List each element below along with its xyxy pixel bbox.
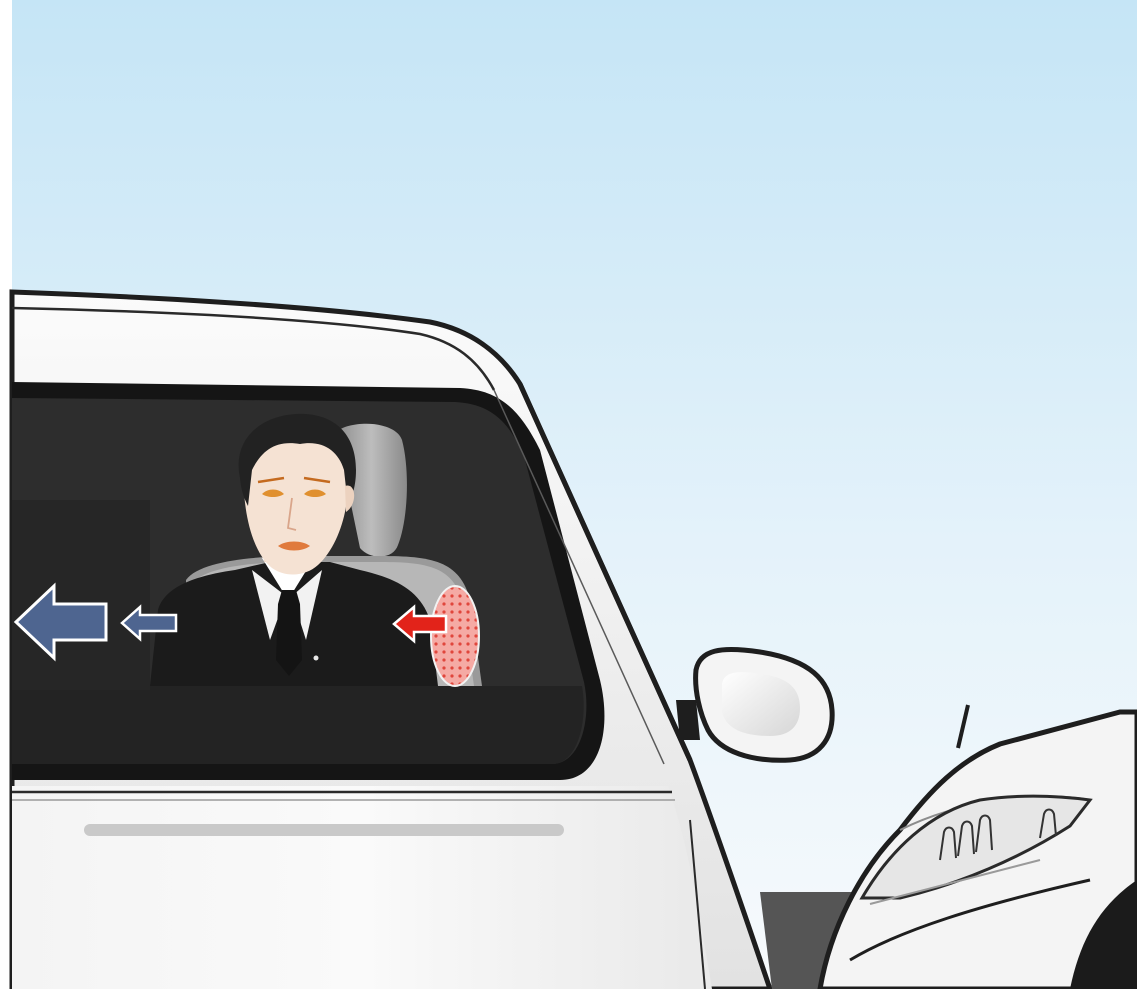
side-airbag-icon xyxy=(431,586,479,686)
door-body-line xyxy=(84,824,564,836)
driver-tie xyxy=(276,590,302,676)
car-door-panel xyxy=(12,786,712,989)
